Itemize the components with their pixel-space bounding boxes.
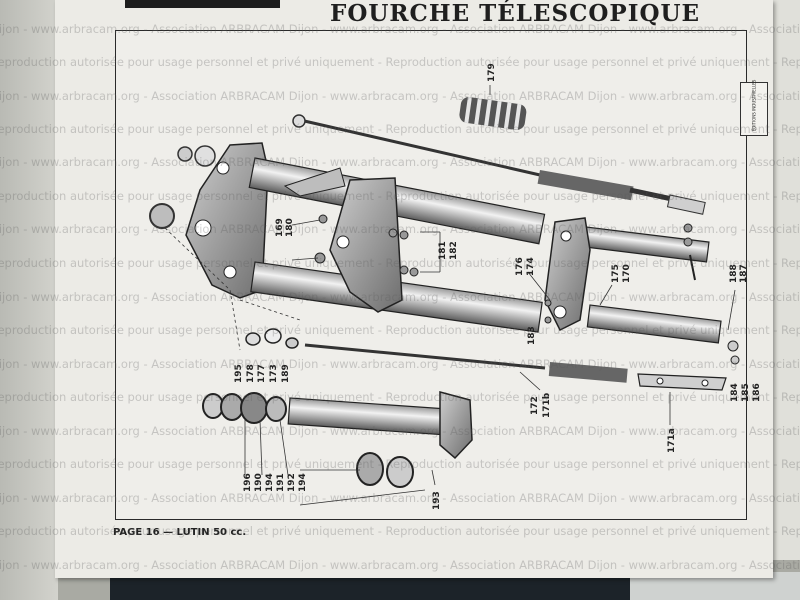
callout-184: 184 bbox=[730, 383, 740, 402]
callout-190: 190 bbox=[254, 473, 264, 492]
washer-part bbox=[177, 146, 193, 162]
callout-192: 192 bbox=[287, 473, 297, 492]
page-header-tab bbox=[125, 0, 280, 8]
callout-180: 180 bbox=[285, 218, 295, 237]
bearing-cup-part bbox=[386, 456, 414, 488]
callout-196: 196 bbox=[243, 473, 253, 492]
dark-object-bottom bbox=[110, 578, 630, 600]
callout-176: 176 bbox=[515, 257, 525, 276]
callout-195: 195 bbox=[234, 364, 244, 383]
callout-193: 193 bbox=[432, 491, 442, 510]
upper-triple-clamp bbox=[185, 142, 269, 299]
washer-part bbox=[194, 145, 216, 167]
callout-185: 185 bbox=[741, 383, 751, 402]
callout-194-a: 194 bbox=[265, 473, 275, 492]
callout-172: 172 bbox=[530, 396, 540, 415]
callout-188: 188 bbox=[729, 264, 739, 283]
page-title: FOURCHE TÉLESCOPIQUE bbox=[330, 0, 701, 27]
callout-189: 189 bbox=[281, 364, 291, 383]
callout-178: 178 bbox=[246, 364, 256, 383]
callout-174: 174 bbox=[526, 257, 536, 276]
leader-lines bbox=[164, 85, 736, 506]
callout-186: 186 bbox=[752, 383, 762, 402]
publisher-stamp: ÉDITIONS INDUSTRIELLES bbox=[740, 80, 768, 136]
callout-187: 187 bbox=[739, 264, 749, 283]
right-slider-lower bbox=[586, 304, 722, 344]
seal-ring-part bbox=[149, 203, 175, 229]
lower-damper-rod bbox=[304, 343, 628, 383]
callout-170: 170 bbox=[622, 264, 632, 283]
callout-181: 181 bbox=[438, 241, 448, 260]
callout-182: 182 bbox=[449, 241, 459, 260]
callout-183: 183 bbox=[527, 326, 537, 345]
callout-173: 173 bbox=[269, 364, 279, 383]
background-surface bbox=[0, 0, 58, 600]
callout-177: 177 bbox=[257, 364, 267, 383]
callout-191: 191 bbox=[276, 473, 286, 492]
callout-171b: 171b bbox=[542, 392, 552, 418]
callout-175: 175 bbox=[611, 264, 621, 283]
upper-damper-rod bbox=[292, 114, 706, 215]
slider-bracket bbox=[544, 217, 591, 332]
callout-179: 179 bbox=[487, 63, 497, 82]
bearing-cup-part bbox=[356, 452, 384, 486]
dust-cover-part bbox=[459, 96, 527, 131]
page-footer: PAGE 16 — LUTIN 50 cc. bbox=[113, 527, 247, 538]
callout-194-b: 194 bbox=[298, 473, 308, 492]
callout-169: 169 bbox=[275, 218, 285, 237]
steering-stem bbox=[202, 391, 473, 460]
callout-171a: 171a bbox=[667, 428, 677, 453]
lower-triple-clamp bbox=[283, 167, 403, 313]
flat-bracket-part bbox=[637, 373, 727, 391]
